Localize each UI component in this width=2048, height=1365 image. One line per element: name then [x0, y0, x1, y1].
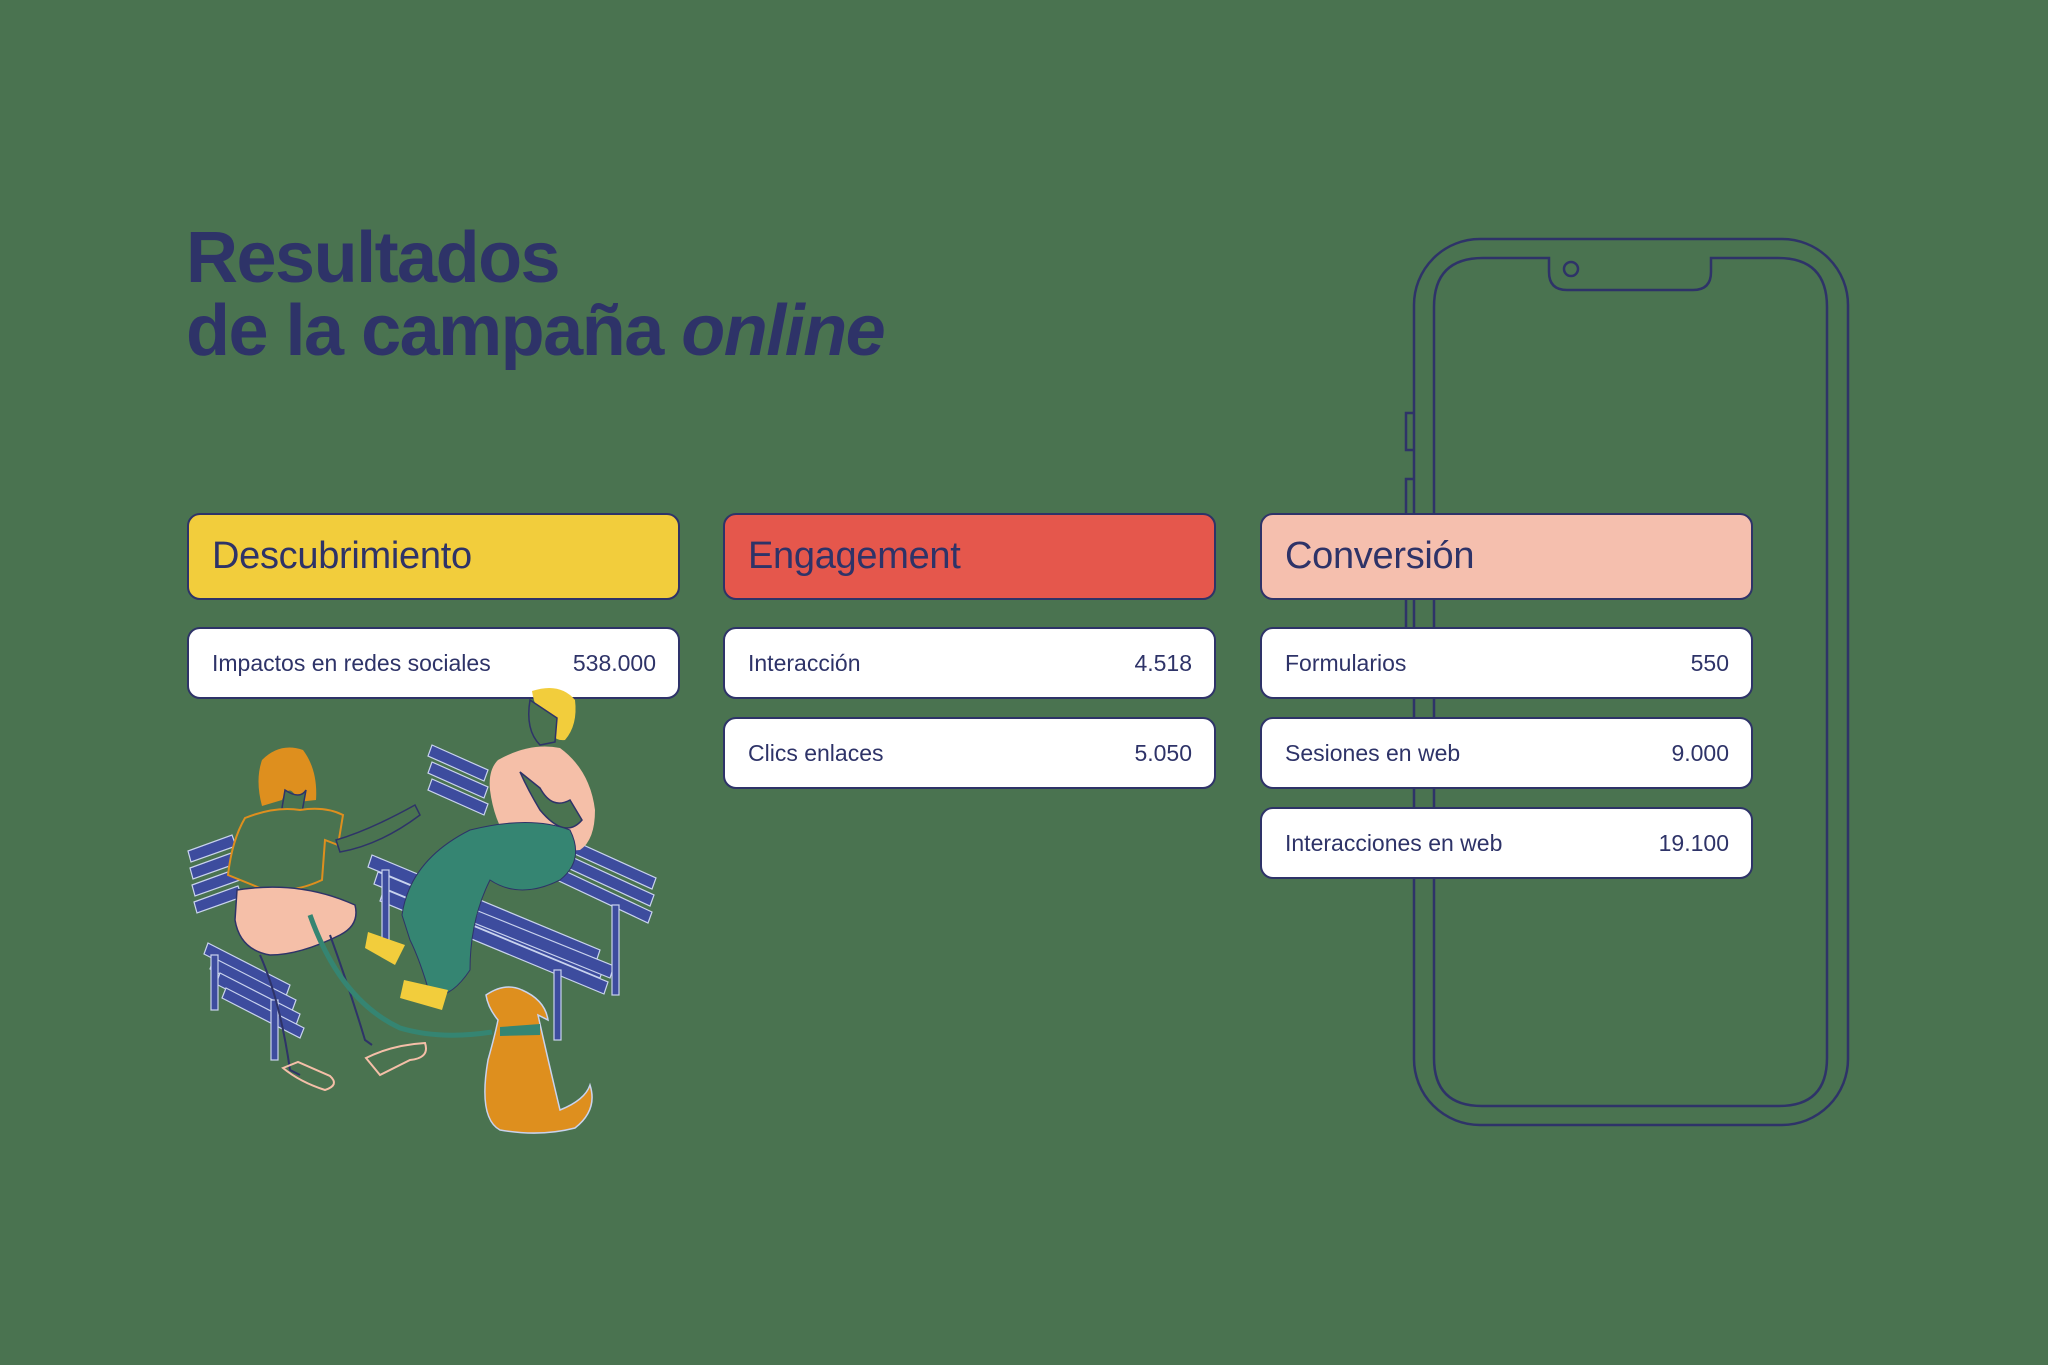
woman-figure-icon: [226, 747, 427, 1092]
metric-row: Formularios 550: [1260, 627, 1753, 699]
metric-row: Interacciones en web 19.100: [1260, 807, 1753, 879]
metric-label: Interacciones en web: [1285, 829, 1503, 856]
metric-value: 550: [1690, 649, 1729, 676]
column-conversion: Conversión Formularios 550 Sesiones en w…: [1260, 513, 1753, 897]
dog-icon: [484, 986, 593, 1134]
leash-icon: [307, 914, 493, 1038]
title-line-2-prefix: de la campaña: [186, 291, 682, 371]
metric-value: 19.100: [1658, 829, 1729, 856]
category-label: Conversión: [1285, 535, 1475, 577]
metric-value: 4.518: [1134, 649, 1192, 676]
title-line-1: Resultados: [186, 218, 561, 298]
metric-row: Clics enlaces 5.050: [723, 717, 1216, 789]
metric-value: 538.000: [572, 649, 656, 676]
column-descubrimiento: Descubrimiento Impactos en redes sociale…: [187, 513, 680, 717]
man-figure-icon: [365, 688, 595, 1010]
category-label: Engagement: [748, 535, 961, 577]
metric-label: Sesiones en web: [1285, 739, 1461, 766]
category-header-descubrimiento: Descubrimiento: [187, 513, 680, 600]
title-line-2: de la campaña online: [186, 295, 886, 368]
left-bench-icon: [187, 834, 305, 1061]
metric-row: Sesiones en web 9.000: [1260, 717, 1753, 789]
metric-row: Interacción 4.518: [723, 627, 1216, 699]
people-on-benches-with-dog-illustration: [187, 688, 657, 1134]
page-title: Resultados de la campaña online: [186, 218, 886, 368]
metric-label: Formularios: [1285, 649, 1407, 676]
metric-label: Impactos en redes sociales: [212, 649, 491, 676]
metric-value: 9.000: [1671, 739, 1729, 766]
column-engagement: Engagement Interacción 4.518 Clics enlac…: [723, 513, 1216, 807]
metric-label: Interacción: [748, 649, 861, 676]
category-header-engagement: Engagement: [723, 513, 1216, 600]
category-header-conversion: Conversión: [1260, 513, 1753, 600]
metric-value: 5.050: [1134, 739, 1192, 766]
category-label: Descubrimiento: [212, 535, 472, 577]
metric-row: Impactos en redes sociales 538.000: [187, 627, 680, 699]
metric-label: Clics enlaces: [748, 739, 884, 766]
title-line-2-italic: online: [681, 291, 886, 371]
